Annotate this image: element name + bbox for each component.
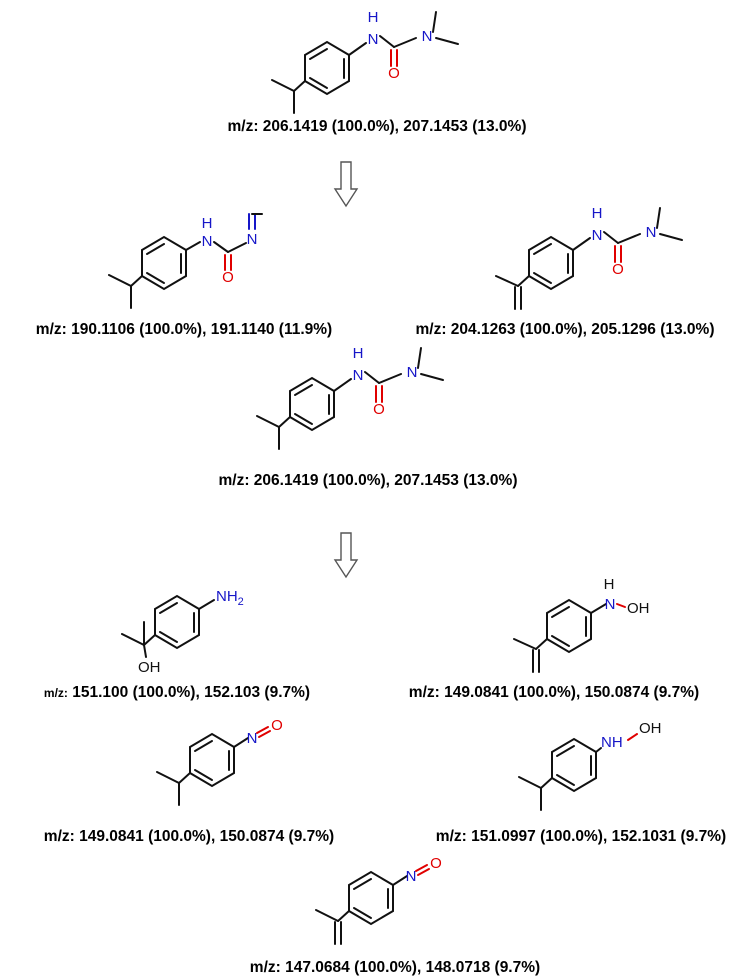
atom-h-label: H [592, 205, 603, 222]
mz-prefix: m/z: [44, 686, 68, 700]
structure-hydroxy-aniline: NH2 OH [121, 588, 244, 676]
atom-n-label: N [422, 28, 433, 45]
mz-values: 151.100 (100.0%), 152.103 (9.7%) [72, 684, 310, 701]
atom-n-label: N [202, 233, 213, 250]
atom-o-label: O [271, 717, 283, 734]
mz-label-isopropenyl-product: m/z: 204.1263 (100.0%), 205.1296 (13.0%) [415, 321, 714, 338]
atom-o-label: O [612, 261, 624, 278]
atom-n-label: N [407, 364, 418, 381]
atom-n-label: N [406, 868, 417, 885]
mz-values: 206.1419 (100.0%), 207.1453 (13.0%) [263, 118, 527, 135]
atom-nh2-label: NH2 [216, 588, 244, 608]
atom-oh-label: OH [627, 600, 650, 617]
mz-label-isoproturon-top: m/z: 206.1419 (100.0%), 207.1453 (13.0%) [227, 118, 526, 135]
atom-h-label: H [353, 345, 364, 362]
mz-label-isoproturon-middle: m/z: 206.1419 (100.0%), 207.1453 (13.0%) [218, 472, 517, 489]
atom-n-label: N [592, 227, 603, 244]
mz-values: 149.0841 (100.0%), 150.0874 (9.7%) [444, 684, 699, 701]
mz-prefix: m/z: [36, 321, 67, 338]
mz-label-isopropyl-nitroso: m/z: 149.0841 (100.0%), 150.0874 (9.7%) [44, 828, 334, 845]
mz-values: 190.1106 (100.0%), 191.1140 (11.9%) [71, 321, 332, 338]
atom-n-label: N [247, 231, 258, 248]
structure-isoproturon-top: H N N O [271, 9, 459, 114]
mz-label-isopropenyl-hydroxylamine: m/z: 149.0841 (100.0%), 150.0874 (9.7%) [409, 684, 699, 701]
structure-isopropenyl-hydroxylamine: H N OH [513, 576, 650, 673]
atom-o-label: O [430, 855, 442, 872]
atom-n-label: N [605, 596, 616, 613]
atom-n-label: N [247, 730, 258, 747]
atom-o-label: O [373, 401, 385, 418]
atom-nh-text: NH [216, 588, 238, 605]
mz-label-hydroxy-aniline: m/z: 151.100 (100.0%), 152.103 (9.7%) [44, 684, 310, 701]
atom-oh-label: OH [639, 720, 662, 737]
atom-h-label: H [202, 215, 213, 232]
mz-label-isopropenyl-nitroso: m/z: 147.0684 (100.0%), 148.0718 (9.7%) [250, 959, 540, 976]
atom-o-label: O [388, 65, 400, 82]
atom-oh-label: OH [138, 659, 161, 676]
mz-values: 204.1263 (100.0%), 205.1296 (13.0%) [451, 321, 715, 338]
atom-n-label: N [368, 31, 379, 48]
mz-label-imine-product: m/z: 190.1106 (100.0%), 191.1140 (11.9%) [36, 321, 332, 338]
mz-prefix: m/z: [250, 959, 281, 976]
reaction-arrow-icon [333, 532, 359, 579]
reaction-arrow-icon [333, 161, 359, 208]
mz-label-isopropyl-hydroxylamine: m/z: 151.0997 (100.0%), 152.1031 (9.7%) [436, 828, 726, 845]
atom-h-label: H [604, 576, 615, 593]
mz-values: 151.0997 (100.0%), 152.1031 (9.7%) [471, 828, 726, 845]
structure-imine-product: H N N O [108, 213, 263, 309]
mz-prefix: m/z: [409, 684, 440, 701]
structure-isopropyl-hydroxylamine: NH OH [518, 720, 662, 811]
mz-values: 147.0684 (100.0%), 148.0718 (9.7%) [285, 959, 540, 976]
mz-prefix: m/z: [415, 321, 446, 338]
atom-h-label: H [368, 9, 379, 26]
structure-isopropenyl-nitroso: N O [315, 855, 442, 945]
mz-prefix: m/z: [44, 828, 75, 845]
atom-nh-label: NH [601, 734, 623, 751]
mz-values: 206.1419 (100.0%), 207.1453 (13.0%) [254, 472, 518, 489]
atom-n-label: N [646, 224, 657, 241]
mz-prefix: m/z: [227, 118, 258, 135]
mz-values: 149.0841 (100.0%), 150.0874 (9.7%) [79, 828, 334, 845]
atom-n-label: N [353, 367, 364, 384]
structure-isopropyl-nitroso: N O [156, 717, 283, 806]
structure-isopropenyl-product: H N N O [495, 205, 683, 310]
structure-isoproturon-middle: H N N O [256, 345, 444, 450]
mz-prefix: m/z: [436, 828, 467, 845]
mz-prefix: m/z: [218, 472, 249, 489]
atom-o-label: O [222, 269, 234, 286]
atom-subscript: 2 [238, 596, 244, 608]
